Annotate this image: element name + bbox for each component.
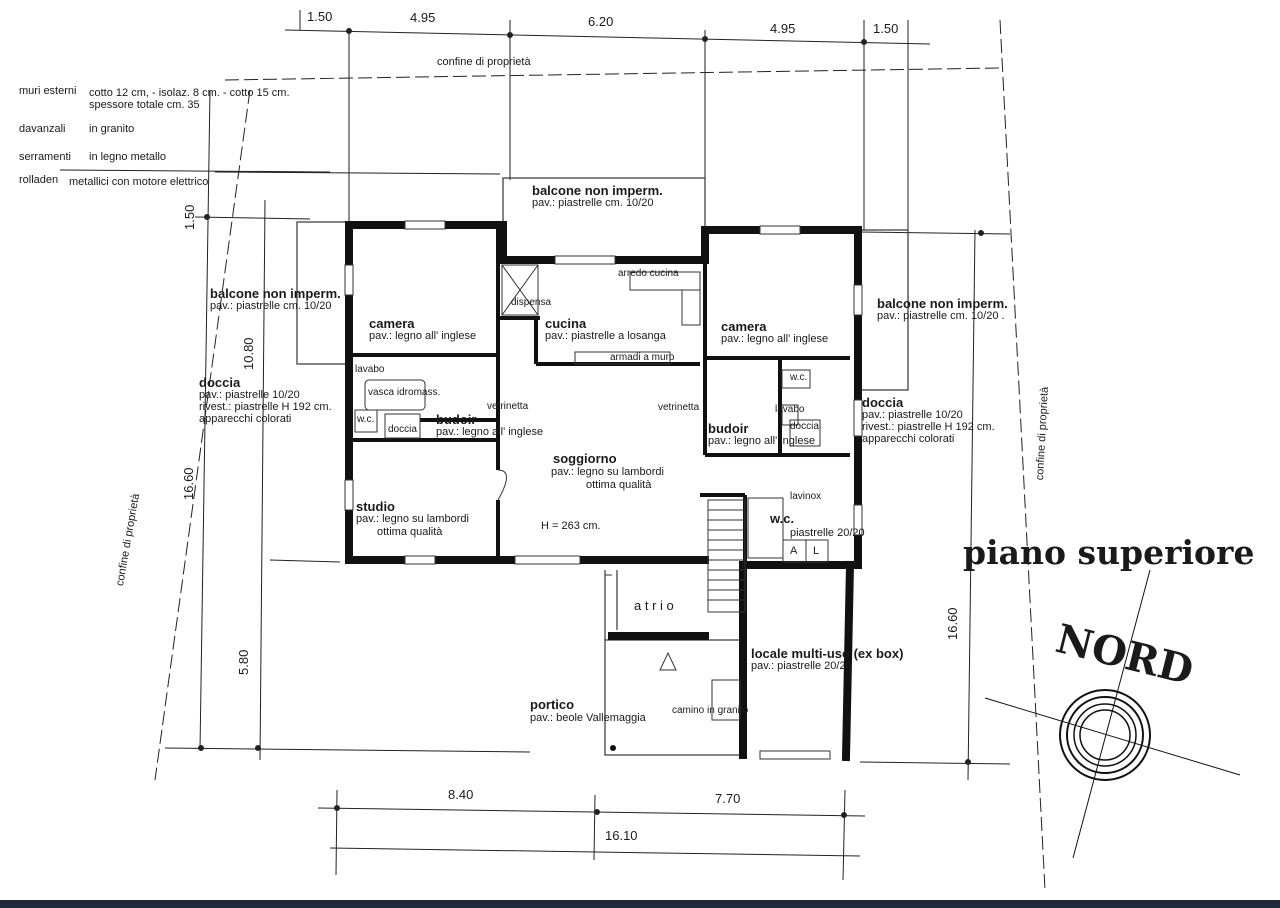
dim-bottom-1: 8.40 <box>448 787 474 802</box>
label-vasca: vasca idromass. <box>368 387 441 398</box>
label-doccia-right-small: doccia <box>790 421 819 432</box>
stairs <box>707 499 746 613</box>
room-locale-floor: pav.: piastrelle 20/20 <box>751 660 852 672</box>
legend-value-walls-2: spessore totale cm. 35 <box>89 99 200 111</box>
dim-top-5: 1.50 <box>873 21 899 36</box>
dim-top-4: 4.95 <box>770 21 796 36</box>
room-doccia-left-floor: pav.: piastrelle 10/20 <box>199 389 300 401</box>
dim-left-2: 10.80 <box>241 337 256 370</box>
label-vetrinetta-left: vetrinetta <box>487 401 529 412</box>
room-balcony-right-floor: pav.: piastrelle cm. 10/20 . <box>877 310 1005 322</box>
room-balcony-left: balcone non imperm. <box>210 286 341 301</box>
room-balcony-left-floor: pav.: piastrelle cm. 10/20 <box>210 300 332 312</box>
room-cucina-floor: pav.: piastrelle a losanga <box>545 330 666 342</box>
kitchen-counter <box>629 271 701 291</box>
room-studio-quality: ottima qualità <box>377 526 443 538</box>
room-camera-left-floor: pav.: legno all' inglese <box>369 330 477 342</box>
property-line-label-top: confine di proprietà <box>437 56 531 68</box>
portico-outline <box>604 639 741 756</box>
room-cucina: cucina <box>545 316 587 331</box>
label-lavabo: lavabo <box>355 364 385 375</box>
legend-value-shutters: metallici con motore elettrico <box>69 176 209 188</box>
room-balcony-top: balcone non imperm. <box>532 183 663 198</box>
room-portico: portico <box>530 697 575 712</box>
north-compass <box>984 569 1241 859</box>
room-budoir-left: budoir <box>436 412 477 427</box>
bottom-dimension-line <box>317 807 866 817</box>
property-line-right <box>999 19 1046 891</box>
room-doccia-left-fixtures: apparecchi colorati <box>199 413 292 425</box>
level-marker <box>659 651 677 671</box>
room-balcony-top-floor: pav.: piastrelle cm. 10/20 <box>532 197 654 209</box>
label-l: L <box>813 545 820 557</box>
label-a: A <box>790 545 798 557</box>
property-line-top <box>224 67 1001 81</box>
room-studio: studio <box>356 499 395 514</box>
dim-left-3: 16.60 <box>181 467 196 500</box>
room-camera-right-floor: pav.: legno all' inglese <box>721 333 829 345</box>
label-lavabo-right: lavabo <box>775 404 805 415</box>
dim-left-4: 5.80 <box>236 649 251 675</box>
room-soggiorno-height: H = 263 cm. <box>541 520 601 532</box>
legend-key-frames: serramenti <box>19 151 71 163</box>
label-dispensa: dispensa <box>511 297 552 308</box>
room-camera-right: camera <box>721 319 767 334</box>
legend-key-sills: davanzali <box>19 123 66 135</box>
legend-value-frames: in legno metallo <box>89 151 167 163</box>
property-line-left <box>154 89 251 781</box>
bottom-edge <box>0 900 1280 908</box>
room-wc-right-floor: piastrelle 20/20 <box>790 527 865 539</box>
legend-value-sills: in granito <box>89 123 135 135</box>
label-vetrinetta-right: vetrinetta <box>658 402 700 413</box>
pantry <box>501 264 539 316</box>
room-soggiorno-floor: pav.: legno su lambordi <box>551 466 664 478</box>
room-camera-left: camera <box>369 316 415 331</box>
label-doccia-small: doccia <box>388 424 417 435</box>
room-atrio: a t r i o <box>634 598 674 613</box>
room-doccia-right-walls: rivest.: piastrelle H 192 cm. <box>862 421 995 433</box>
dim-right: 16.60 <box>945 607 960 640</box>
fireplace <box>711 679 741 721</box>
room-budoir-left-floor: pav.: legno all' inglese <box>436 426 544 438</box>
room-doccia-right-floor: pav.: piastrelle 10/20 <box>862 409 963 421</box>
room-portico-floor: pav.: beole Vallemaggia <box>530 712 646 724</box>
dim-top-2: 4.95 <box>410 10 436 25</box>
legend-key-shutters: rolladen <box>19 174 59 186</box>
sheet-title: piano superiore <box>963 533 1255 572</box>
room-studio-floor: pav.: legno su lambordi <box>356 513 469 525</box>
room-doccia-left-walls: rivest.: piastrelle H 192 cm. <box>199 401 332 413</box>
dim-left-1: 1.50 <box>182 204 197 230</box>
dim-top-1: 1.50 <box>307 9 333 24</box>
label-camino: camino in granito <box>672 705 749 716</box>
label-arredo-cucina: arredo cucina <box>618 268 679 279</box>
label-armadi: armadi a muro <box>610 352 675 363</box>
dim-bottom-2: 7.70 <box>715 791 741 806</box>
dim-top-3: 6.20 <box>588 14 614 29</box>
stair-treads <box>708 509 745 601</box>
room-budoir-right-floor: pav.: legno all' inglese <box>708 435 816 447</box>
room-soggiorno: soggiorno <box>553 451 617 466</box>
legend-value-walls: cotto 12 cm, - isolaz. 8 cm. - cotto 15 … <box>89 87 290 99</box>
room-doccia-right: doccia <box>862 395 904 410</box>
dim-bottom-3: 16.10 <box>605 828 638 843</box>
label-wc-left: w.c. <box>357 414 375 425</box>
room-soggiorno-quality: ottima qualità <box>586 479 652 491</box>
top-dimension-line <box>284 29 931 45</box>
room-locale: locale multi-uso (ex box) <box>751 646 904 661</box>
room-balcony-right: balcone non imperm. <box>877 296 1008 311</box>
room-doccia-right-fixtures: apparecchi colorati <box>862 433 955 445</box>
room-doccia-left: doccia <box>199 375 241 390</box>
room-budoir-right: budoir <box>708 421 749 436</box>
label-lavinox: lavinox <box>790 491 822 502</box>
legend-key-walls: muri esterni <box>19 85 77 97</box>
bathtub <box>364 379 426 411</box>
label-wc-right-bath: w.c. <box>790 372 808 383</box>
room-wc-right: w.c. <box>770 511 795 526</box>
